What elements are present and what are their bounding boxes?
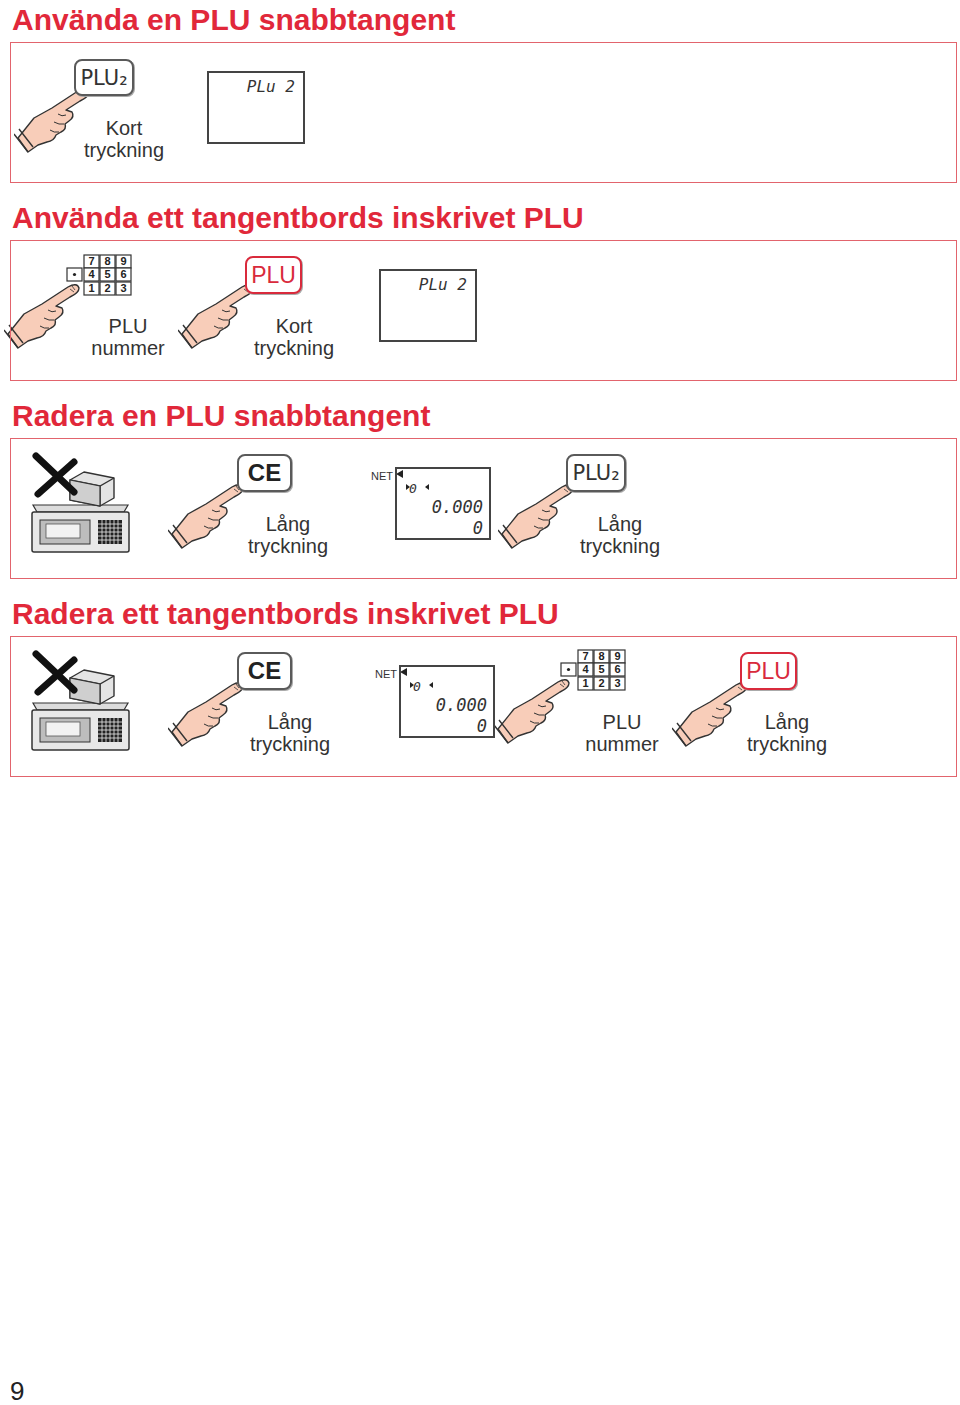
step-panel: Radera en PLU snabbtangentCENET00.0000PL… [10, 438, 957, 579]
display-reading: NET [371, 470, 393, 482]
key-digit: 3 [610, 677, 625, 690]
key-label: CE [248, 657, 281, 685]
display-reading: 0 [409, 481, 417, 496]
page-number: 9 [10, 1376, 24, 1405]
lcd-display: PLu 2 [207, 71, 305, 144]
display-reading: PLu 2 [247, 77, 295, 96]
key-label: PLU₂ [80, 66, 127, 90]
key-button: PLU [740, 652, 797, 690]
key-digit: 6 [610, 663, 625, 676]
key-digit: 3 [116, 282, 131, 295]
hand [178, 285, 253, 348]
key-digit: 4 [84, 268, 99, 281]
key-digit: 8 [100, 255, 115, 268]
key-digit: 4 [578, 663, 593, 676]
hand [498, 485, 573, 548]
key-digit: 1 [84, 282, 99, 295]
keypad [561, 650, 625, 690]
step-caption: Lång tryckning [233, 513, 343, 557]
key-label: PLU₂ [572, 461, 619, 485]
display-reading: 0.000 [436, 695, 487, 715]
key-digit: 6 [116, 268, 131, 281]
hand [494, 680, 569, 743]
step-caption: PLU nummer [567, 711, 677, 755]
key-label: CE [248, 459, 281, 487]
display-reading: 0 [413, 679, 421, 694]
lcd-display: NET00.0000 [399, 665, 495, 738]
lcd-display: PLu 2 [379, 269, 477, 342]
step-caption: Kort tryckning [69, 117, 179, 161]
key-label: PLU [746, 658, 791, 685]
key-digit: 5 [594, 663, 609, 676]
hand [672, 683, 747, 746]
step-caption: PLU nummer [73, 315, 183, 359]
hand [14, 89, 89, 152]
hand [4, 285, 79, 348]
key-digit: 9 [116, 255, 131, 268]
section-heading: Använda en PLU snabbtangent [12, 3, 455, 37]
display-reading: NET [375, 668, 397, 680]
section-heading: Använda ett tangentbords inskrivet PLU [12, 201, 584, 235]
step-panel: Använda ett tangentbords inskrivet PLUPL… [10, 240, 957, 381]
lcd-display: NET00.0000 [395, 467, 491, 540]
step-caption: Lång tryckning [732, 711, 842, 755]
display-reading: 0 [477, 716, 487, 736]
section-heading: Radera ett tangentbords inskrivet PLU [12, 597, 559, 631]
key-digit: 7 [578, 650, 593, 663]
display-reading: PLu 2 [419, 275, 467, 294]
key-label: PLU [251, 262, 296, 289]
scale-icon [32, 456, 129, 552]
section-heading: Radera en PLU snabbtangent [12, 399, 430, 433]
key-digit: 7 [84, 255, 99, 268]
display-reading: 0 [473, 518, 483, 538]
display-reading: 0.000 [432, 497, 483, 517]
key-digit: 2 [100, 282, 115, 295]
step-caption: Lång tryckning [235, 711, 345, 755]
step-caption: Kort tryckning [239, 315, 349, 359]
key-button: PLU₂ [74, 59, 134, 96]
key-digit: 2 [594, 677, 609, 690]
key-digit: 8 [594, 650, 609, 663]
step-caption: Lång tryckning [565, 513, 675, 557]
key-button: PLU₂ [566, 454, 626, 492]
scale-icon [32, 654, 129, 750]
hand [168, 485, 243, 548]
step-panel: Använda en PLU snabbtangentPLU₂PLu 2 [10, 42, 957, 183]
key-digit: 1 [578, 677, 593, 690]
key-button: CE [237, 652, 292, 690]
key-digit: 9 [610, 650, 625, 663]
key-digit: 5 [100, 268, 115, 281]
step-panel: Radera ett tangentbords inskrivet PLUCEN… [10, 636, 957, 777]
key-button: CE [237, 454, 292, 492]
hand [168, 683, 243, 746]
key-button: PLU [245, 256, 302, 294]
